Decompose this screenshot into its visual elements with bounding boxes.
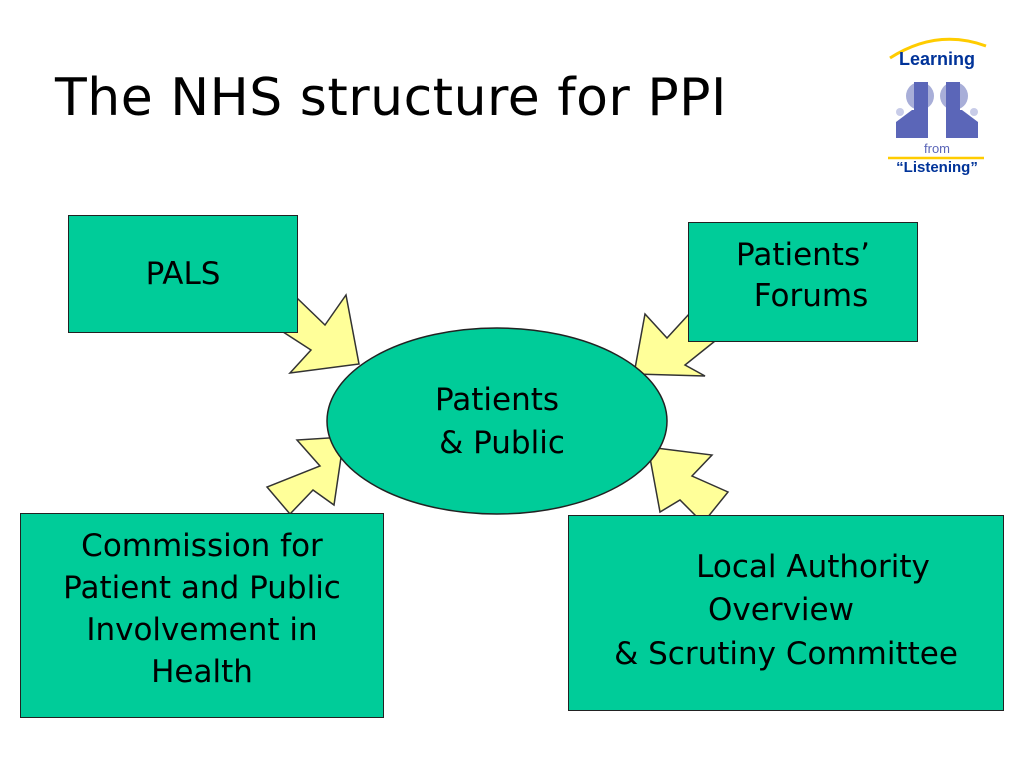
learning-from-listening-logo: Learning from “Listening” — [888, 37, 987, 176]
center-label-line2: & Public — [439, 424, 565, 461]
local-label-line1: Local Authority — [696, 549, 930, 585]
patients-public-ellipse — [326, 327, 668, 515]
commission-label-line1: Commission for — [81, 528, 323, 564]
logo-text-from: from — [924, 141, 950, 156]
patients-forums-box: Patients’ Forums — [688, 222, 918, 342]
forums-label-line2: Forums — [753, 277, 869, 314]
local-label-line3: & Scrutiny Committee — [614, 635, 958, 672]
forums-label-line1: Patients’ — [736, 237, 870, 273]
pals-label: PALS — [145, 256, 221, 292]
patients-public-label: Patients & Public — [327, 328, 667, 515]
center-label-line1: Patients — [434, 381, 560, 418]
logo-arc — [889, 37, 987, 60]
logo-figures-icon — [896, 82, 978, 138]
slide-title: The NHS structure for PPI — [55, 68, 727, 128]
logo-text-listening: “Listening” — [896, 159, 978, 176]
commission-label-line3: Involvement in — [86, 611, 318, 648]
pals-box: PALS — [68, 215, 298, 333]
commission-label-line4: Health — [151, 653, 253, 690]
logo-text-learning: Learning — [899, 49, 975, 69]
commission-label-line2: Patient and Public — [63, 569, 341, 606]
local-authority-box: Local Authority Overview & Scrutiny Comm… — [568, 515, 1004, 711]
commission-box: Commission for Patient and Public Involv… — [20, 513, 384, 718]
arrow-commission-to-center — [265, 436, 345, 516]
local-label-line2: Overview — [708, 592, 854, 629]
